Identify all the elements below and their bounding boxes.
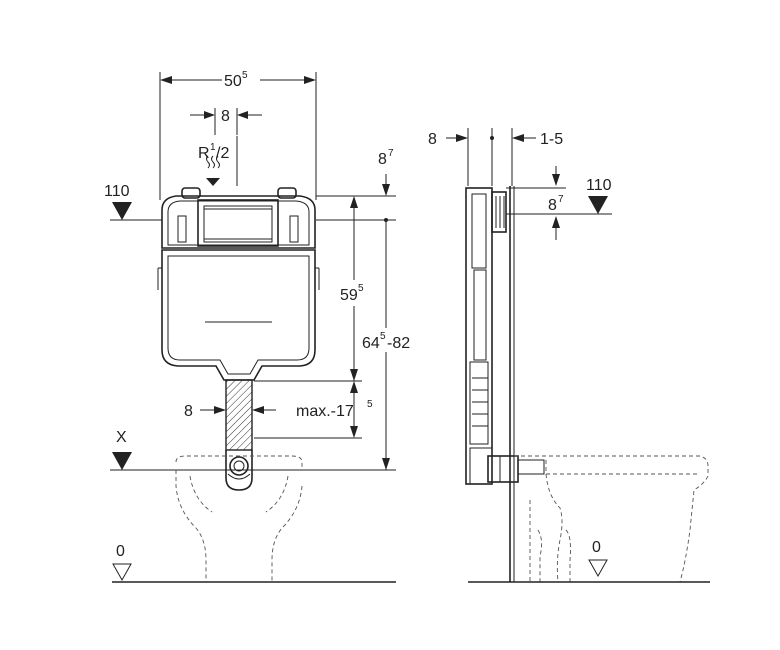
outlet-pipe-side [487, 455, 545, 483]
side-top-gap-label: 8 [548, 197, 557, 214]
total-height-label-sup: 5 [380, 331, 386, 342]
wall-range-label: 1-5 [540, 131, 563, 148]
height-dimension: 59 5 [340, 196, 364, 366]
inlet-label-sub: /2 [216, 145, 229, 162]
level-triangle-icon [588, 196, 608, 214]
level-x-marker: X [110, 429, 396, 471]
level-triangle-icon [112, 202, 132, 220]
total-height-dimension: 64 5 -82 [362, 222, 410, 470]
height-label-sup: 5 [358, 283, 364, 294]
cistern-body [157, 187, 320, 381]
pipe-offset-dimension: 8 [184, 403, 276, 420]
total-height-label: 64 [362, 335, 380, 352]
level-triangle-icon [112, 452, 132, 470]
wall-range-dimension: 1-5 [511, 128, 563, 186]
pipe-offset-label: 8 [184, 403, 193, 420]
level-110-label: 110 [104, 183, 130, 200]
water-inlet-label: R 1 /2 [198, 136, 238, 186]
floor-level-side: 0 [468, 539, 710, 583]
pipe-max-label: max.-17 [296, 403, 354, 420]
inlet-label: R [198, 145, 210, 162]
side-view: 8 1-5 [428, 128, 710, 583]
top-gap-label-sup: 7 [388, 148, 394, 159]
wall-offset-label: 8 [428, 131, 437, 148]
inlet-offset-dimension: 8 [190, 108, 262, 135]
inlet-water-icon [206, 155, 210, 169]
floor-triangle-icon [112, 563, 132, 582]
floor-level-front: 0 [112, 543, 396, 583]
width-dimension: 50 5 [159, 70, 317, 200]
floor-triangle-icon [588, 559, 608, 578]
wall-offset-dimension: 8 [428, 128, 494, 186]
height-label: 59 [340, 287, 358, 304]
toilet-bowl-front [175, 455, 303, 582]
side-top-gap-dimension: 8 7 [548, 194, 564, 240]
width-label: 50 [224, 73, 242, 90]
side-level-110-marker: 110 [506, 166, 612, 215]
level-x-label: X [116, 429, 127, 446]
side-top-gap-label-sup: 7 [558, 194, 564, 205]
level-110-marker: 110 [104, 183, 162, 221]
inlet-offset-label: 8 [221, 108, 230, 125]
pipe-max-label-sup: 5 [367, 399, 373, 410]
inlet-label-sup: 1 [210, 142, 216, 153]
top-gap-dimension: 8 7 [316, 148, 396, 222]
front-view: 50 5 8 R 1 /2 110 [104, 70, 410, 583]
total-height-label-suffix: -82 [387, 335, 410, 352]
frame-side-profile [465, 187, 507, 485]
pipe-max-dimension: max.-17 5 [254, 366, 373, 439]
side-floor-level-label: 0 [592, 539, 601, 556]
flush-pipe [225, 379, 253, 491]
side-level-110-label: 110 [586, 177, 612, 194]
frame-scale [472, 377, 488, 427]
toilet-bowl-side [514, 455, 709, 583]
wall-surface [509, 186, 515, 582]
floor-level-label: 0 [116, 543, 125, 560]
width-label-sup: 5 [242, 70, 248, 81]
top-gap-label: 8 [378, 151, 387, 168]
